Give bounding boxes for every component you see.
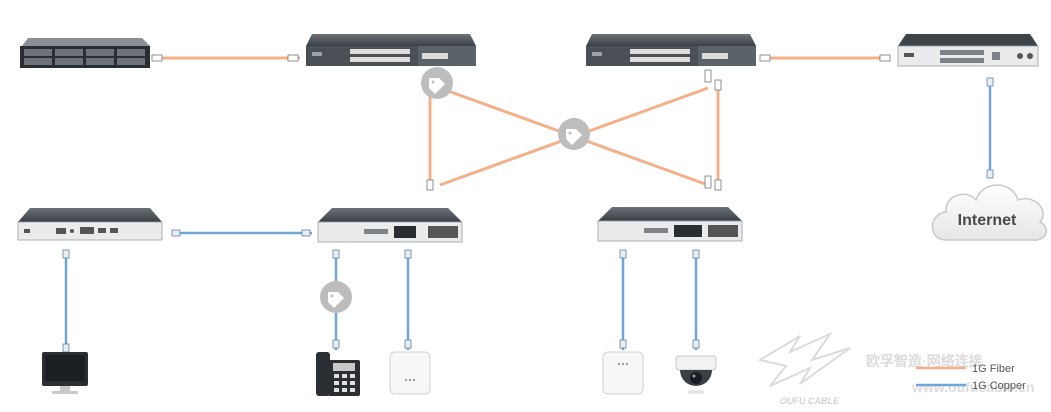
switch-icon: [317, 208, 463, 243]
router-icon: [897, 34, 1039, 67]
watermark: OUFU CABLE 欧孚智造·网络连接 www.oufucable.cn: [757, 331, 1034, 406]
switch-icon: [306, 34, 476, 66]
cloud-label: Internet: [958, 212, 1017, 229]
tag-icon: [320, 281, 352, 313]
monitor-icon: [42, 352, 88, 394]
dome-camera-icon: [675, 355, 717, 394]
cloud-icon: [931, 184, 1048, 241]
watermark-brand: OUFU CABLE: [780, 396, 840, 406]
watermark-logo-icon: [757, 331, 851, 387]
copper-connectors: [62, 77, 994, 353]
tag-icon: [421, 67, 453, 99]
server-icon: [20, 38, 150, 68]
ip-phone-icon: [316, 352, 360, 396]
tag-icon: [558, 118, 590, 150]
legend-fiber-label: 1G Fiber: [972, 363, 1015, 375]
fiber-connectors: [151, 54, 891, 191]
watermark-url: www.oufucable.cn: [911, 379, 1034, 395]
access-point-icon: [602, 351, 644, 395]
legend-copper-label: 1G Copper: [972, 380, 1026, 392]
legend: 1G Fiber 1G Copper: [916, 363, 1026, 392]
fiber-links: [158, 56, 890, 187]
switch-icon: [597, 207, 743, 242]
watermark-cn-text: 欧孚智造·网络连接: [866, 353, 983, 369]
access-point-icon: [389, 351, 431, 395]
switch-icon: [586, 34, 756, 66]
nvr-icon: [17, 208, 163, 241]
